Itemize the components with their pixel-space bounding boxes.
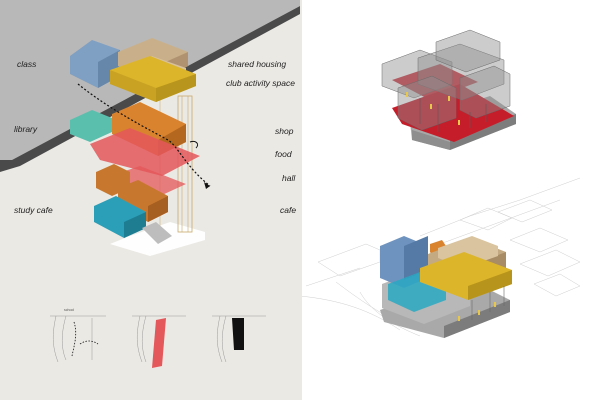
- model2-housing-tan: [428, 238, 506, 286]
- mini-plan-1: [50, 315, 106, 363]
- context-site-lines: [302, 177, 581, 337]
- label-library: library: [14, 124, 38, 134]
- label-shop: shop: [275, 126, 294, 136]
- exploded-diagram-panel: class library study cafe shared housing …: [0, 0, 302, 400]
- mini-plan-3: [212, 315, 266, 363]
- label-cafe: cafe: [280, 205, 297, 215]
- model2-cafe-cyan: [388, 272, 446, 312]
- model2-orange-accent: [430, 240, 446, 258]
- label-club-activity-space: club activity space: [226, 78, 295, 88]
- entry-stair: [142, 222, 172, 244]
- label-shared-housing: shared housing: [228, 59, 287, 69]
- label-class: class: [17, 59, 37, 69]
- model2-base-slab: [380, 280, 510, 338]
- label-study-cafe: study cafe: [14, 205, 53, 215]
- label-hall: hall: [282, 173, 296, 183]
- exploded-axonometric-drawing: [0, 0, 300, 368]
- model2-grey-lower: [382, 266, 470, 324]
- model-red-floor: [392, 84, 514, 142]
- mini-plan-label: school: [64, 308, 75, 312]
- circulation-path: [77, 83, 211, 187]
- model2-club-yellow: [420, 252, 512, 300]
- mini-plan-2: [132, 315, 186, 368]
- library-block: [70, 110, 112, 142]
- model-grey-volumes: [381, 29, 511, 131]
- label-food: food: [275, 149, 292, 159]
- model-section-red: [381, 29, 516, 150]
- food-floor-plate: [90, 128, 200, 176]
- model2-class-blue: [380, 236, 428, 288]
